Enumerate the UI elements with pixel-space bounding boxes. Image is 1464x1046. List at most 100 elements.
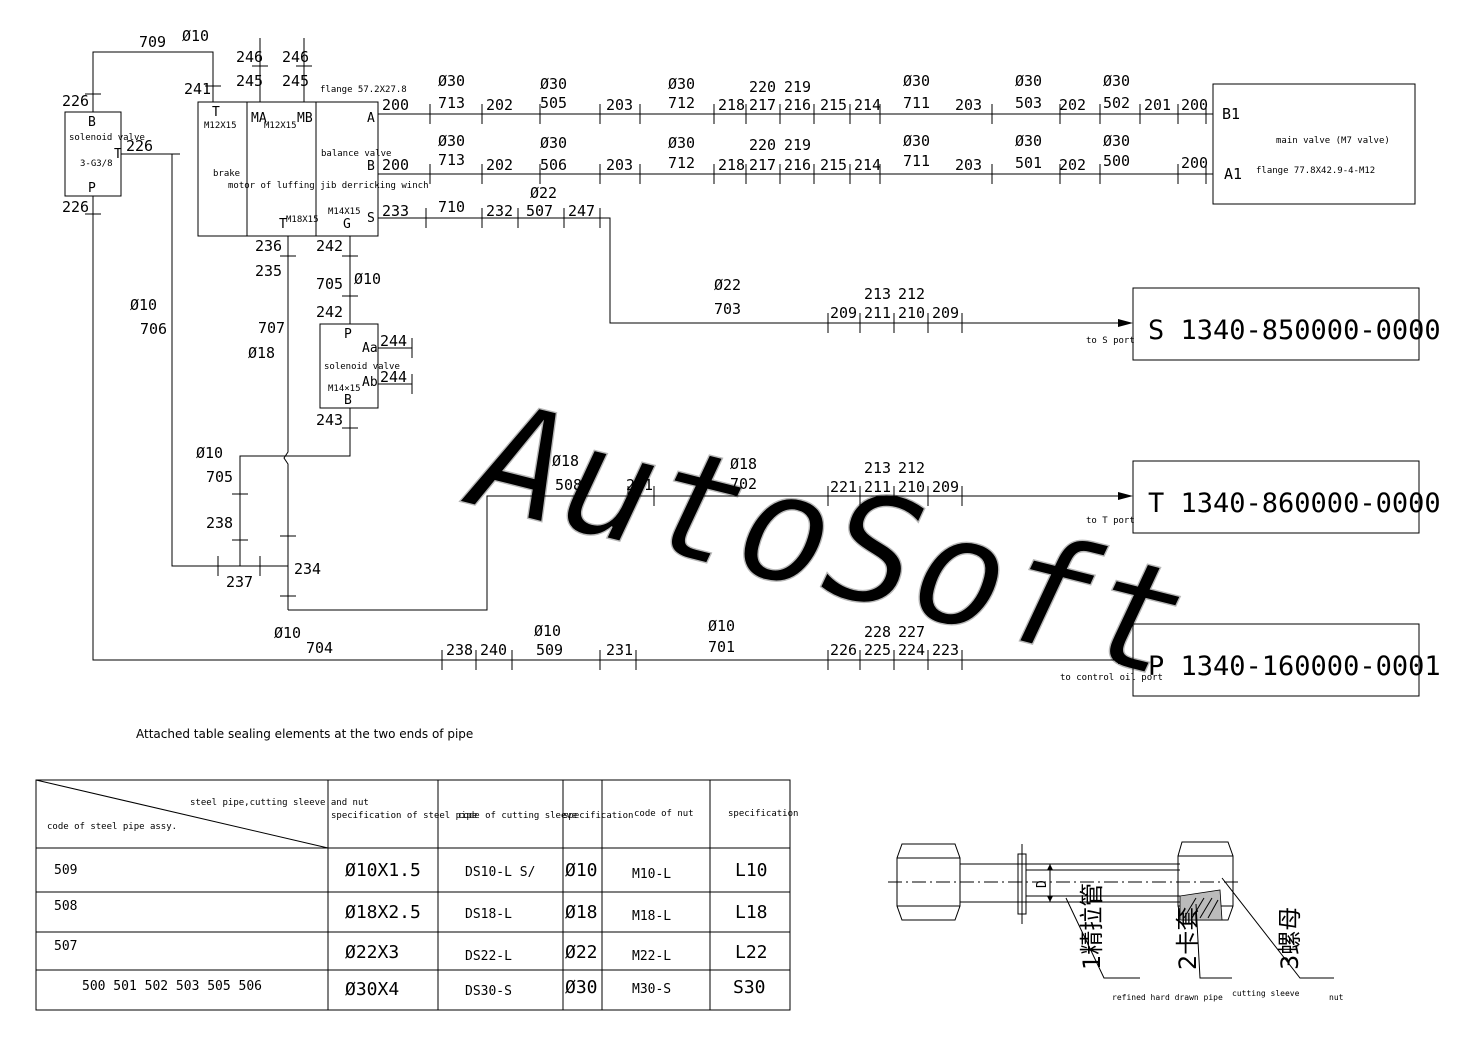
pipe-code: 212 <box>898 459 925 477</box>
callout-pipe: 1精拉管 <box>1078 883 1106 970</box>
port-label: B <box>367 159 375 174</box>
pipe-code: 226 <box>62 198 89 216</box>
port-label: T <box>114 147 122 162</box>
table-header: code of steel pipe assy. <box>47 822 177 832</box>
table-title: Attached table sealing elements at the t… <box>136 727 473 741</box>
pipe-diameter: Ø10 <box>182 27 209 45</box>
pipe-code: 508 <box>555 476 582 494</box>
table-cell: DS18-L <box>465 907 512 922</box>
pipe-code: 231 <box>606 641 633 659</box>
pipe-code: 236 <box>255 237 282 255</box>
pipe-code: 200 <box>382 96 409 114</box>
pipe-code: 223 <box>932 641 959 659</box>
fitting-detail: D 1精拉管 2卡套 3螺母 refined hard drawn pipe c… <box>888 841 1344 1002</box>
table-cell: L10 <box>735 860 768 881</box>
flange-spec: flange 57.2X27.8 <box>320 85 407 95</box>
port-note: to T port <box>1086 516 1135 526</box>
pipe-code: 215 <box>820 156 847 174</box>
pipe-joint-ticks <box>217 104 1207 670</box>
port-label: G <box>343 217 351 232</box>
thread-spec: M14X15 <box>328 207 361 217</box>
table-cell: Ø22 <box>565 942 598 963</box>
table-cell: L18 <box>735 902 768 923</box>
pipe-diameter: Ø30 <box>438 132 465 150</box>
port-label: P <box>344 327 352 342</box>
pipe-code: 711 <box>903 152 930 170</box>
pipe-diameter: Ø30 <box>668 75 695 93</box>
pipe-diameter: Ø18 <box>248 344 275 362</box>
pipe-diameter: Ø10 <box>534 622 561 640</box>
pipe-code: 238 <box>206 514 233 532</box>
pipe-code: 203 <box>955 156 982 174</box>
thread-spec: M18X15 <box>286 215 319 225</box>
valve-name: solenoid valve <box>69 133 145 143</box>
pipe-code: 502 <box>1103 94 1130 112</box>
thread-spec: M14×15 <box>328 384 361 394</box>
pipe-code: 220 <box>749 136 776 154</box>
callout-sleeve: 2卡套 <box>1174 907 1202 970</box>
pipe-code: 210 <box>898 304 925 322</box>
port-label: Aa <box>362 341 378 356</box>
table-cell: Ø10X1.5 <box>345 860 421 881</box>
pipe-code: 212 <box>898 285 925 303</box>
pipe-code: 219 <box>784 78 811 96</box>
pipe-code: 220 <box>749 78 776 96</box>
thread-spec: M12X15 <box>204 121 237 131</box>
pipe-diameter: Ø30 <box>1103 72 1130 90</box>
table-cell: Ø18 <box>565 902 598 923</box>
pipe-diameter: Ø22 <box>530 184 557 202</box>
table-cell: Ø30X4 <box>345 979 399 1000</box>
pipe-code: 245 <box>282 72 309 90</box>
table-cell: M22-L <box>632 949 671 964</box>
pipe-code: 214 <box>854 96 881 114</box>
port-label: S <box>367 211 375 226</box>
pipe-diameter: Ø30 <box>668 134 695 152</box>
table-header: code of nut <box>634 809 694 819</box>
luffing-winch-motor: T M12X15 MA M12X15 MB flange 57.2X27.8 b… <box>197 85 428 237</box>
pipe-code: 709 <box>139 33 166 51</box>
pipe-code: 706 <box>140 320 167 338</box>
pipe-code: 202 <box>1059 156 1086 174</box>
pipe-code: 503 <box>1015 94 1042 112</box>
pipe-code: 705 <box>316 275 343 293</box>
table-cell: L22 <box>735 942 768 963</box>
fitting-caption: cutting sleeve <box>1232 989 1300 998</box>
pipe-code: 501 <box>1015 154 1042 172</box>
pipe-code: 202 <box>1059 96 1086 114</box>
pipe-code: 244 <box>380 332 407 350</box>
table-header: specification <box>563 811 633 821</box>
port-box-t: T 1340-860000-0000 to T port <box>1086 460 1441 534</box>
port-code: P 1340-160000-0001 <box>1148 651 1441 682</box>
pipe-code: 703 <box>714 300 741 318</box>
pipe-code: 702 <box>730 475 757 493</box>
pipe-code: 216 <box>784 96 811 114</box>
thread-spec: 3-G3/8 <box>80 159 113 169</box>
pipe-code: 224 <box>898 641 925 659</box>
pipe-code: 232 <box>486 202 513 220</box>
pipe-code: 712 <box>668 94 695 112</box>
pipe-code: 707 <box>258 319 285 337</box>
port-label: T <box>212 105 220 120</box>
pipe-code: 203 <box>606 96 633 114</box>
table-cell: M30-S <box>632 982 671 997</box>
table-cell: 509 <box>54 863 77 878</box>
port-label: B <box>88 115 96 130</box>
pipe-code: 505 <box>540 94 567 112</box>
pipe-diameter: Ø30 <box>903 72 930 90</box>
port-label: MA <box>251 111 267 126</box>
pipe-diameter: Ø30 <box>540 134 567 152</box>
port-note: to control oil port <box>1060 673 1163 683</box>
table-cell: DS30-S <box>465 984 512 999</box>
motor-name: motor of luffing jib derricking winch <box>228 181 428 191</box>
pipe-code: 213 <box>864 285 891 303</box>
pipe-code: 705 <box>206 468 233 486</box>
pipe-diameter: Ø30 <box>1015 72 1042 90</box>
pipe-code: 711 <box>903 94 930 112</box>
watermark: AutoSoft <box>451 367 1202 713</box>
pipe-diameter: Ø30 <box>1015 132 1042 150</box>
pipe-diameter: Ø22 <box>714 276 741 294</box>
pipe-code: 246 <box>236 48 263 66</box>
pipe-code: 500 <box>1103 152 1130 170</box>
pipe-code: 226 <box>62 92 89 110</box>
pipe-code: 227 <box>898 623 925 641</box>
